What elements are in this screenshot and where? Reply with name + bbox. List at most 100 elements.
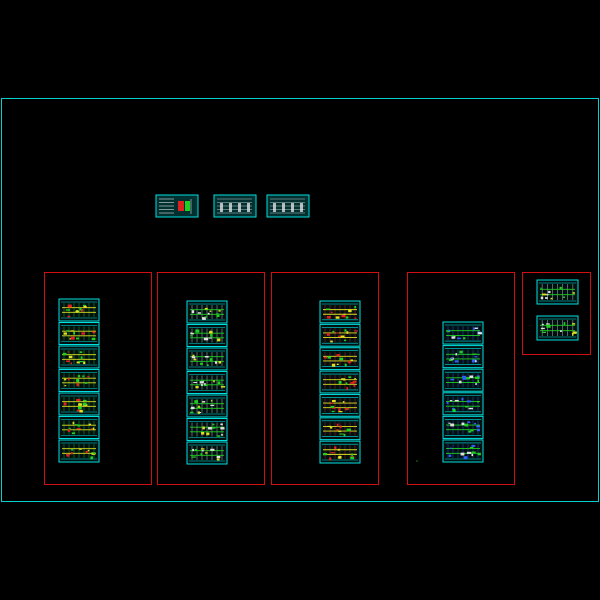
group-1-sheet-mark [92,452,96,454]
group-1-sheet-mark [92,331,96,334]
group-3-sheet-mark [331,363,336,367]
group-4-sheet-mark [460,452,465,456]
group-2-sheet-mark [199,411,201,414]
group-1-sheet-mark [79,409,83,413]
group-5-sheet-mark [541,323,544,326]
group-1-sheet-mark [77,424,81,427]
group-4-sheet-mark [469,375,474,379]
group-3-sheet [319,393,361,417]
group-3-sheet-mark [345,382,348,385]
group-1-sheet-mark [65,309,71,311]
group-3-sheet-mark [352,380,357,383]
group-5-sheet-mark [560,330,562,332]
group-1-sheet-mark [73,331,75,335]
group-2-sheet-mark [220,423,223,426]
notes-sheet-1-detail [220,203,223,212]
group-4-sheet-mark [450,378,455,381]
group-1-sheet [58,369,100,392]
group-1-sheet-mark [87,449,90,452]
group-5-sheet-mark [540,327,545,330]
group-2-sheet-mark [198,405,200,408]
group-3 [271,272,379,485]
group-3-sheet-mark [338,430,342,432]
group-1-sheet-mark [67,304,72,308]
group-3-sheet-mark [351,453,354,456]
group-2-sheet-mark [200,453,203,456]
group-2-sheet-mark [218,310,221,312]
group-3-sheet-mark [344,363,347,367]
group-1-sheet [58,392,100,416]
group-2-sheet-mark [202,379,205,382]
group-3-sheet-mark [339,425,342,429]
group-4-sheet-mark [471,445,476,447]
group-3-sheet-mark [354,317,357,319]
group-2-sheet-mark [194,400,199,403]
group-1-sheet-mark [76,428,81,430]
group-2-sheet-mark [190,406,195,410]
group-5-sheet-mark [546,294,549,296]
group-2-sheet-mark [190,335,193,337]
group-4-sheet-mark [451,336,456,339]
group-4-sheet-mark [448,422,451,424]
group-1-sheet-mark [83,399,87,402]
group-4-sheet-mark [454,360,459,363]
notes-sheet-1-detail [238,203,241,212]
group-1-sheet [58,322,100,345]
group-1-sheet-mark [72,421,75,425]
group-2-sheet-mark [210,448,215,451]
notes-sheet-2 [266,194,310,218]
group-3-sheet-mark [345,316,349,319]
group-4-sheet-mark [470,429,474,432]
legend-sheet [155,194,199,218]
group-2-sheet-mark [194,449,198,451]
group-1-sheet-mark [63,332,68,335]
group-3-sheet-mark [330,340,333,343]
group-1-sheet-mark [70,452,73,455]
group-4-sheet-mark [458,380,462,384]
group-1-sheet-mark [83,304,87,307]
group-2-frame [157,272,265,485]
group-5-sheet [536,279,579,305]
group-2-sheet-mark [216,313,220,315]
group-3-sheet-mark [337,457,342,459]
group-4-sheet-mark [473,327,475,331]
group-4-sheet-mark [468,430,472,433]
group-5-sheet-mark [540,287,542,289]
group-2-sheet-mark [212,423,215,426]
group-1-sheet-mark [85,450,88,454]
group-2-sheet-mark [201,431,205,435]
group-4-sheet-mark [446,401,449,404]
group-3-frame [271,272,379,485]
group-3-sheet-mark [337,448,340,451]
group-2-sheet-mark [204,356,209,358]
group-3-sheet-mark [338,335,342,337]
group-2-sheet-mark [210,333,213,337]
group-1-sheet-mark [80,356,83,360]
group-1-sheet-mark [63,402,67,406]
group-1-sheet-mark [79,351,83,354]
group-5-sheet-mark [548,290,551,294]
group-4-sheet-mark [454,399,459,402]
group-1-sheet-mark [87,376,90,378]
group-2-sheet-mark [217,381,221,385]
group-3-sheet-mark [348,309,352,313]
group-3-sheet-mark [334,446,337,450]
group-3-sheet-mark [347,361,352,363]
group-3-sheet-mark [323,356,328,359]
group-4-sheet [442,439,484,463]
group-4-sheet [442,368,484,392]
group-2-sheet-mark [220,427,225,430]
group-3-sheet-mark [329,457,332,461]
group-4-sheet-mark [466,451,472,454]
group-2-sheet-mark [208,337,212,339]
group-5-sheet-mark [550,297,553,300]
group-3-sheet-mark [350,382,355,384]
group-1-sheet-mark [67,378,70,381]
group-5-sheet-mark [563,322,566,325]
group-2-sheet-mark [210,404,215,406]
group-2-sheet-mark [205,452,208,454]
group-1-sheet-mark [79,448,82,450]
group-4-sheet-mark [446,331,450,333]
sheet-groups [44,272,591,485]
group-1-sheet-mark [76,383,79,387]
